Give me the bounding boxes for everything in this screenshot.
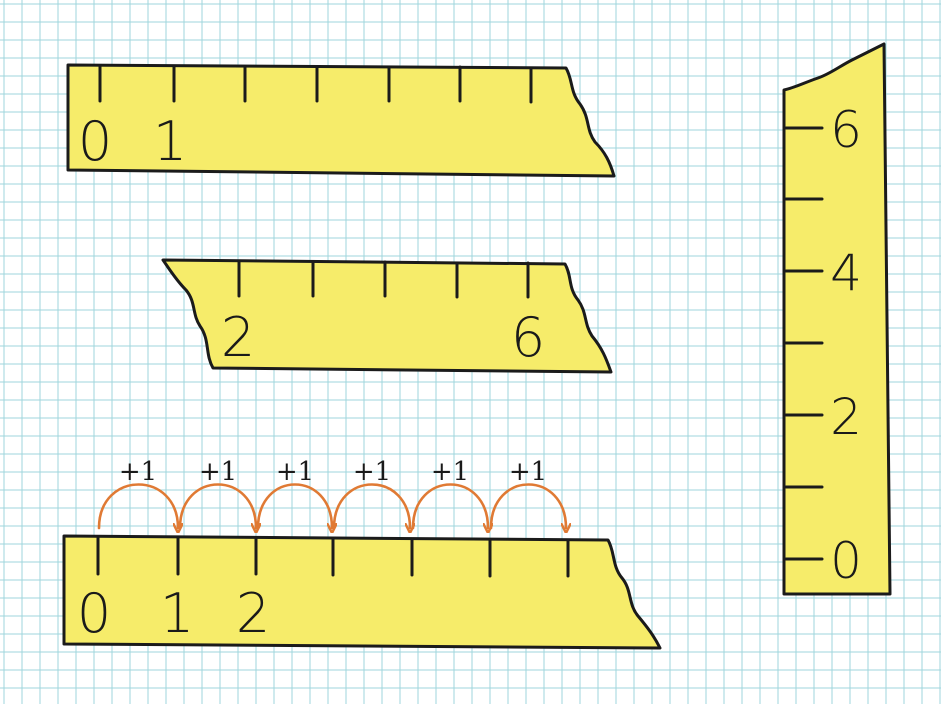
ruler-label: 0	[77, 582, 111, 645]
ruler-label: 4	[830, 244, 862, 302]
hop-arrows	[99, 485, 566, 529]
ruler-top: 0 1	[68, 65, 614, 176]
hop-arrow	[413, 485, 488, 529]
ruler-label: 1	[153, 110, 187, 173]
hop-label: +1	[276, 457, 314, 487]
ruler-bottom-body	[64, 536, 660, 648]
hop-arrow	[180, 485, 256, 529]
ruler-label: 6	[511, 306, 545, 369]
ruler-middle: 2 6	[163, 260, 611, 372]
ruler-label: 0	[830, 532, 862, 590]
ruler-label: 0	[78, 110, 112, 173]
hop-label: +1	[353, 457, 391, 487]
hop-label: +1	[431, 457, 469, 487]
hop-label: +1	[199, 457, 237, 487]
ruler-vertical: 6 4 2 0	[784, 44, 890, 594]
ruler-label: 2	[236, 582, 270, 645]
ruler-bottom: 0 1 2	[64, 536, 660, 648]
hop-label: +1	[509, 457, 547, 487]
ruler-label: 2	[830, 388, 862, 446]
hop-arrow	[491, 485, 566, 529]
hop-arrow	[334, 485, 410, 529]
ruler-label: 2	[221, 306, 255, 369]
ruler-label: 1	[160, 582, 194, 645]
hop-label: +1	[119, 457, 157, 487]
hop-arrow	[258, 485, 332, 529]
ruler-label: 6	[830, 101, 862, 159]
